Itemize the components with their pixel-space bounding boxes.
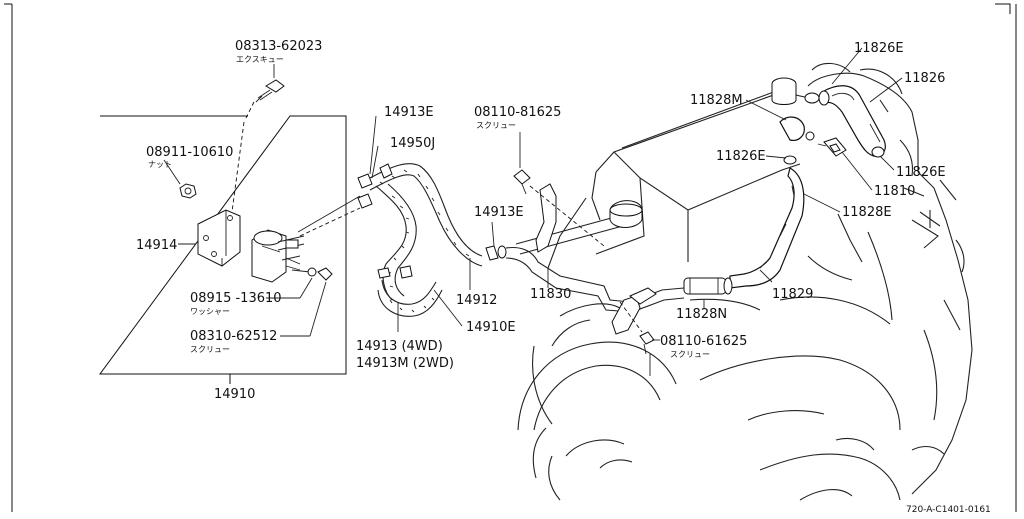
diagram-code: 720-A-C1401-0161 [906,505,991,515]
label-11826E-top: 11826E [854,41,904,56]
label-08110-61625: 08110-61625 [660,334,747,349]
label-11830: 11830 [530,287,571,302]
label-11828E: 11828E [842,205,892,220]
vacuum-hose-14912 [357,115,507,332]
page-border [4,3,1017,512]
part-labels: 08313-62023 エクスキュー 08911-10610 ナット 14914… [136,39,991,515]
nut-08911 [163,159,197,199]
vsv-valve [251,195,361,283]
label-14913E-top: 14913E [384,105,434,120]
label-14910E: 14910E [466,320,516,335]
engine-outline [517,62,973,501]
bracket-14914 [178,209,241,267]
label-14913M-2wd: 14913M (2WD) [356,356,454,371]
label-14913E-mid: 14913E [474,205,524,220]
label-14910: 14910 [214,387,255,402]
label-screw-jp-2: スクリュー [190,345,230,354]
label-11828N: 11828N [676,307,727,322]
label-11829: 11829 [772,287,813,302]
label-14914: 14914 [136,238,177,253]
label-14913-4wd: 14913 (4WD) [356,339,443,354]
assembly-box-14910 [99,115,347,384]
leader-lines-right [519,47,903,341]
label-11826E-right: 11826E [896,165,946,180]
label-washer-jp: ワッシャー [190,307,230,316]
label-08915-13610: 08915 -13610 [190,291,282,306]
label-11826E-left: 11826E [716,149,766,164]
label-08110-81625: 08110-81625 [474,105,561,120]
washer-screw-group [266,267,333,337]
label-08310-62512: 08310-62512 [190,329,277,344]
label-08911-10610: 08911-10610 [146,145,233,160]
label-11826: 11826 [904,71,945,86]
pcv-hose-group [505,77,886,376]
label-14950J: 14950J [390,136,435,151]
label-nut-jp: ナット [148,160,172,169]
label-14912: 14912 [456,293,497,308]
label-08313-62023: 08313-62023 [235,39,322,54]
screw-08313 [231,64,285,213]
label-screw-jp-1: エクスキュー [236,55,284,64]
label-11810: 11810 [874,184,915,199]
label-11828M: 11828M [690,93,743,108]
label-screw-jp-4: スクリュー [670,350,710,359]
label-screw-jp-3: スクリュー [476,121,516,130]
